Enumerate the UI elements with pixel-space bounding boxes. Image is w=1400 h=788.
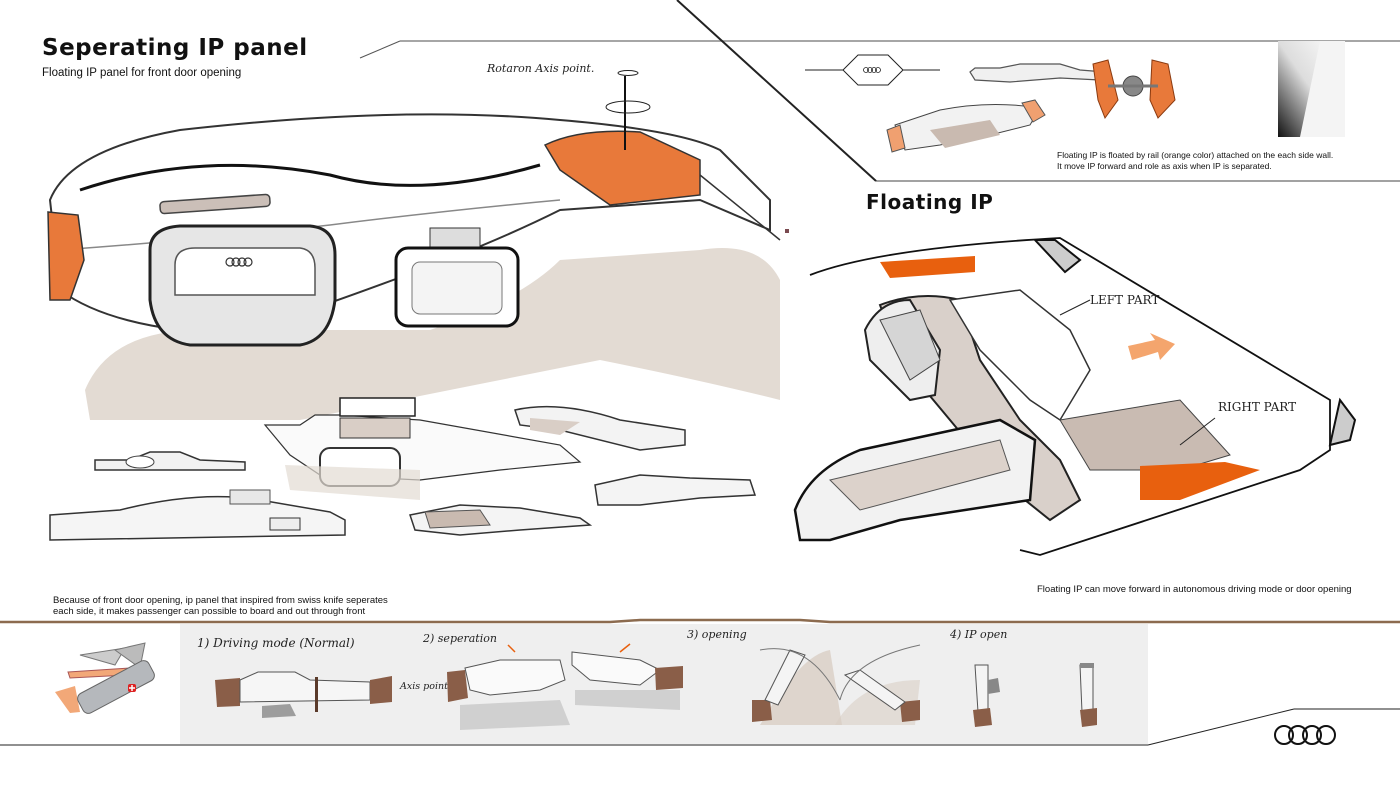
steering-yoke	[863, 298, 942, 402]
axis-point-label: Axis point	[400, 681, 448, 692]
rotation-arrow-icon	[605, 100, 651, 114]
step-2-label: 2) seperation	[423, 632, 497, 645]
right-rail-orange	[543, 130, 701, 206]
page-title: Seperating IP panel	[42, 35, 308, 61]
four-rings-small-icon	[863, 67, 881, 73]
left-caption-line1: Because of front door opening, ip panel …	[53, 595, 388, 606]
floating-ip-title: Floating IP	[866, 190, 994, 214]
dashboard-line	[59, 199, 561, 251]
right-part-module	[1059, 399, 1231, 471]
variant-sketch	[94, 451, 246, 471]
separation-arrow-icon	[619, 643, 631, 653]
axis-cap	[617, 70, 639, 76]
left-caption-line2: each side, it makes passenger can possib…	[53, 606, 366, 617]
page-subtitle: Floating IP panel for front door opening	[42, 67, 242, 79]
ip-shadow	[85, 248, 780, 420]
tie-fighter-reference-image	[1092, 59, 1176, 120]
diagonal-divider	[676, 0, 877, 182]
variant-sketch	[514, 405, 686, 451]
rotation-arc-arrow	[839, 644, 921, 701]
a-pillar	[699, 174, 781, 241]
rail-orange-right	[1140, 462, 1260, 500]
variant-sketch	[263, 397, 582, 500]
gradient-reference-image	[1278, 41, 1345, 137]
step-1-sketch	[215, 671, 392, 718]
mirror-trim	[1032, 239, 1082, 274]
step-4-sketch	[973, 663, 1097, 727]
rail-orange-left	[880, 256, 975, 278]
rotation-arc-arrow	[759, 648, 841, 701]
title-underline-slant	[359, 40, 401, 59]
left-part-label: LEFT PART	[1090, 293, 1160, 307]
bottom-divider	[0, 618, 1400, 624]
steering-hub	[174, 247, 316, 296]
right-caption: Floating IP can move forward in autonomo…	[1037, 584, 1352, 595]
marker-dot	[785, 229, 789, 233]
four-rings-logo-icon	[1274, 725, 1336, 745]
armrest-module	[793, 418, 1037, 542]
top-right-caption-line1: Floating IP is floated by rail (orange c…	[1057, 150, 1334, 160]
step-2-sketch	[447, 643, 683, 730]
bottom-rule-slant	[1147, 708, 1295, 746]
variant-sketch	[49, 489, 346, 541]
top-right-caption-line2: It move IP forward and role as axis when…	[1057, 161, 1272, 171]
step-3-label: 3) opening	[687, 628, 747, 641]
variant-sketch	[594, 474, 757, 506]
variant-sketch	[409, 504, 593, 536]
knife-handle	[77, 660, 155, 714]
step-1-label: 1) Driving mode (Normal)	[197, 636, 355, 650]
right-part-leader	[1179, 417, 1216, 446]
left-part-module	[948, 289, 1091, 422]
forward-arrow-icon	[1128, 333, 1175, 360]
air-vent	[159, 193, 271, 215]
right-part-label: RIGHT PART	[1218, 400, 1297, 414]
step-3-sketch	[752, 644, 921, 725]
floating-ip-perspective-sketch	[886, 99, 1046, 153]
left-part-leader	[1059, 299, 1091, 316]
left-rail-orange	[47, 211, 85, 301]
separation-arrow-icon	[507, 644, 516, 653]
hexagon-logo-diagram	[805, 54, 940, 86]
step-4-label: 4) IP open	[950, 628, 1008, 641]
door-handle	[1328, 397, 1357, 447]
rotation-axis-annotation: Rotaron Axis point.	[487, 62, 595, 75]
hub-rings-logo	[225, 257, 253, 267]
dashboard-crease	[79, 163, 541, 192]
